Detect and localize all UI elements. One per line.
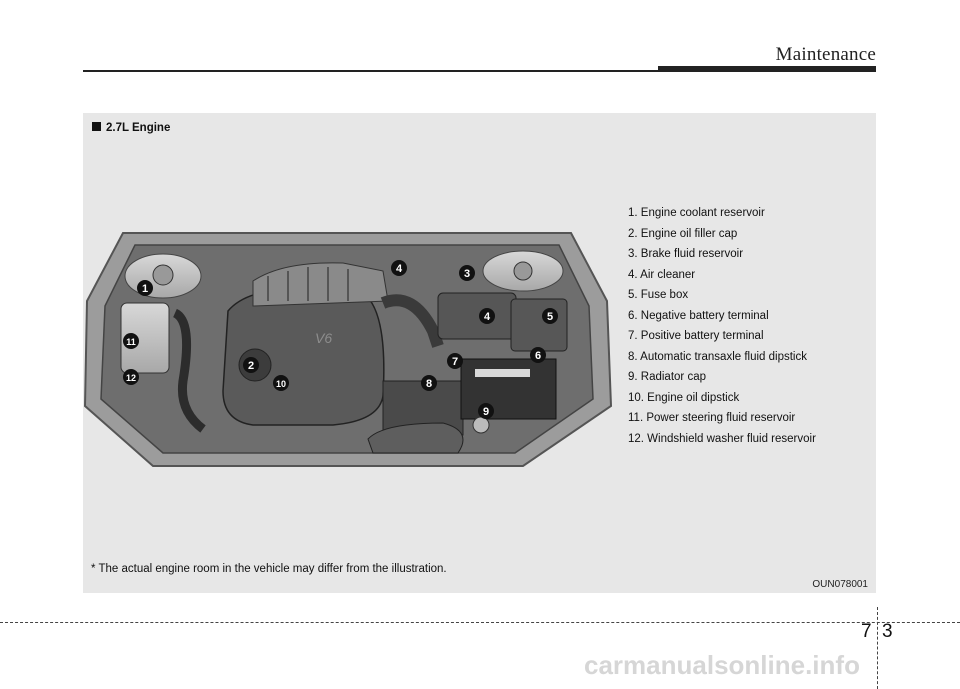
legend-item: 1. Engine coolant reservoir xyxy=(628,207,765,219)
callout-12: 12 xyxy=(123,369,139,385)
callout-10: 10 xyxy=(273,375,289,391)
page-number: 3 xyxy=(882,621,893,642)
legend-item: 6. Negative battery terminal xyxy=(628,309,769,322)
footer-divider xyxy=(877,607,878,689)
square-bullet-icon xyxy=(92,122,101,131)
svg-text:5: 5 xyxy=(547,311,553,323)
svg-text:12: 12 xyxy=(126,373,136,383)
svg-text:3: 3 xyxy=(464,268,470,280)
svg-text:9: 9 xyxy=(483,406,489,418)
section-title: Maintenance xyxy=(775,44,876,65)
callout-5: 5 xyxy=(542,308,558,324)
svg-text:6: 6 xyxy=(535,350,541,362)
legend-item: 3. Brake fluid reservoir xyxy=(628,248,744,260)
legend-item: 10. Engine oil dipstick xyxy=(628,391,740,404)
figure-code: OUN078001 xyxy=(812,579,868,590)
svg-text:7: 7 xyxy=(452,356,458,368)
svg-text:2: 2 xyxy=(248,360,254,372)
watermark: carmanualsonline.info xyxy=(584,650,860,680)
legend-item: 7. Positive battery terminal xyxy=(628,330,764,342)
svg-text:4: 4 xyxy=(484,311,491,323)
callout-4a: 4 xyxy=(391,260,407,276)
callout-9: 9 xyxy=(478,403,494,419)
svg-text:11: 11 xyxy=(126,337,136,347)
figure-panel: 2.7L Engine V6 xyxy=(83,113,876,593)
legend-item: 12. Windshield washer fluid reservoir xyxy=(628,432,816,445)
legend-item: 9. Radiator cap xyxy=(628,371,706,383)
legend-item: 8. Automatic transaxle fluid dipstick xyxy=(628,350,807,363)
illustration-footnote: * The actual engine room in the vehicle … xyxy=(91,563,447,575)
figure-title: 2.7L Engine xyxy=(92,122,170,134)
svg-text:1: 1 xyxy=(142,283,148,295)
callout-3: 3 xyxy=(459,265,475,281)
header-bar xyxy=(658,66,876,72)
legend-item: 4. Air cleaner xyxy=(628,268,696,281)
callout-badges: 1 2 3 4 4 5 6 7 8 9 10 11 12 xyxy=(123,260,558,419)
legend-item: 11. Power steering fluid reservoir xyxy=(628,412,796,424)
engine-cover-badge: V6 xyxy=(315,330,332,346)
engine-illustration: V6 1 2 3 4 4 5 6 7 xyxy=(83,232,613,467)
callout-11: 11 xyxy=(123,333,139,349)
figure-title-text: 2.7L Engine xyxy=(106,122,171,134)
component-legend: 1. Engine coolant reservoir 2. Engine oi… xyxy=(628,203,816,449)
callout-7: 7 xyxy=(447,353,463,369)
callout-8: 8 xyxy=(421,375,437,391)
callout-2: 2 xyxy=(243,357,259,373)
svg-text:8: 8 xyxy=(426,378,432,390)
footer-rule xyxy=(0,622,960,623)
header-rule xyxy=(83,70,661,72)
callout-6: 6 xyxy=(530,347,546,363)
svg-text:10: 10 xyxy=(276,379,286,389)
callout-4b: 4 xyxy=(479,308,495,324)
legend-item: 5. Fuse box xyxy=(628,289,689,301)
legend-item: 2. Engine oil filler cap xyxy=(628,227,738,240)
page-chapter: 7 xyxy=(861,621,872,642)
callout-1: 1 xyxy=(137,280,153,296)
svg-text:4: 4 xyxy=(396,263,403,275)
